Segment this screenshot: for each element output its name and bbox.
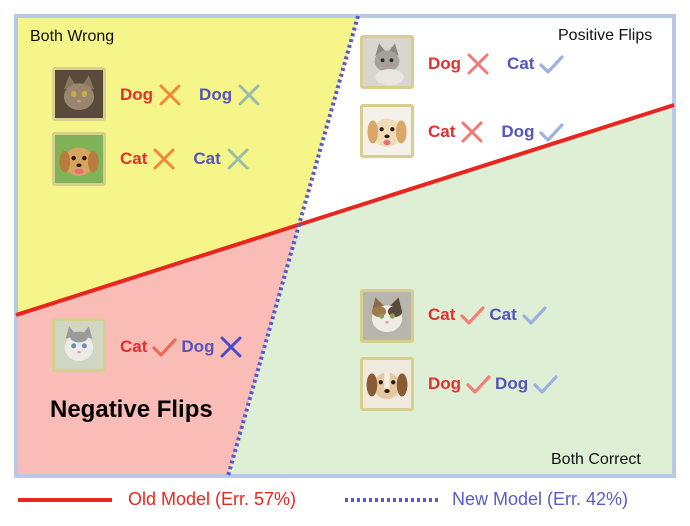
new-prediction: Cat	[489, 305, 517, 324]
new-prediction: Cat	[507, 54, 535, 73]
cross-icon	[225, 147, 251, 171]
label-positive-flips: Positive Flips	[558, 27, 653, 44]
grey-kitten-photo	[360, 35, 414, 89]
new-prediction: Dog	[199, 85, 233, 104]
sample-row-golden-puppy: Cat Cat	[120, 144, 251, 174]
label-negative-flips: Negative Flips	[50, 396, 213, 423]
cross-icon	[157, 83, 183, 107]
plot-border	[14, 14, 676, 478]
sample-row-tabby-cat: Dog Dog	[120, 80, 262, 110]
new-prediction: Cat	[193, 149, 221, 168]
cross-icon	[236, 83, 262, 107]
new-model-boundary	[226, 15, 360, 477]
new-prediction: Dog	[181, 337, 215, 356]
old-prediction: Cat	[120, 149, 148, 168]
check-icon	[538, 120, 565, 144]
old-prediction: Dog	[428, 374, 462, 393]
white-kitten-photo	[52, 318, 106, 372]
beagle-dog-photo	[360, 357, 414, 411]
cross-icon	[465, 52, 491, 76]
cross-icon	[151, 147, 177, 171]
old-prediction: Cat	[120, 337, 148, 356]
label-both-correct: Both Correct	[551, 451, 641, 468]
check-icon	[521, 303, 547, 327]
old-prediction: Dog	[428, 54, 462, 73]
old-prediction: Cat	[428, 305, 456, 324]
old-prediction: Cat	[428, 122, 456, 141]
old-prediction: Dog	[120, 85, 154, 104]
old-model-boundary	[15, 103, 675, 317]
sample-row-white-kitten: Cat Dog	[120, 332, 244, 362]
sample-row-cream-puppy: Cat Dog	[428, 117, 565, 147]
tabby-cat-photo	[52, 67, 106, 121]
new-prediction: Dog	[495, 374, 529, 393]
check-icon	[532, 372, 558, 396]
check-icon	[538, 52, 565, 76]
new-prediction: Dog	[501, 122, 535, 141]
sample-row-grey-kitten: Dog Cat	[428, 49, 565, 79]
cream-puppy-photo	[360, 104, 414, 158]
check-icon	[459, 303, 486, 327]
golden-puppy-photo	[52, 132, 106, 186]
check-icon	[151, 335, 178, 359]
legend-new-label: New Model (Err. 42%)	[452, 489, 629, 509]
check-icon	[465, 372, 491, 396]
sample-row-calico-cat: Cat Cat	[428, 300, 547, 330]
label-both-wrong: Both Wrong	[30, 28, 115, 45]
cross-icon	[218, 335, 244, 359]
sample-row-beagle-dog: Dog Dog	[428, 369, 558, 399]
cross-icon	[459, 120, 485, 144]
legend-old-label: Old Model (Err. 57%)	[128, 489, 297, 509]
calico-cat-photo	[360, 289, 414, 343]
